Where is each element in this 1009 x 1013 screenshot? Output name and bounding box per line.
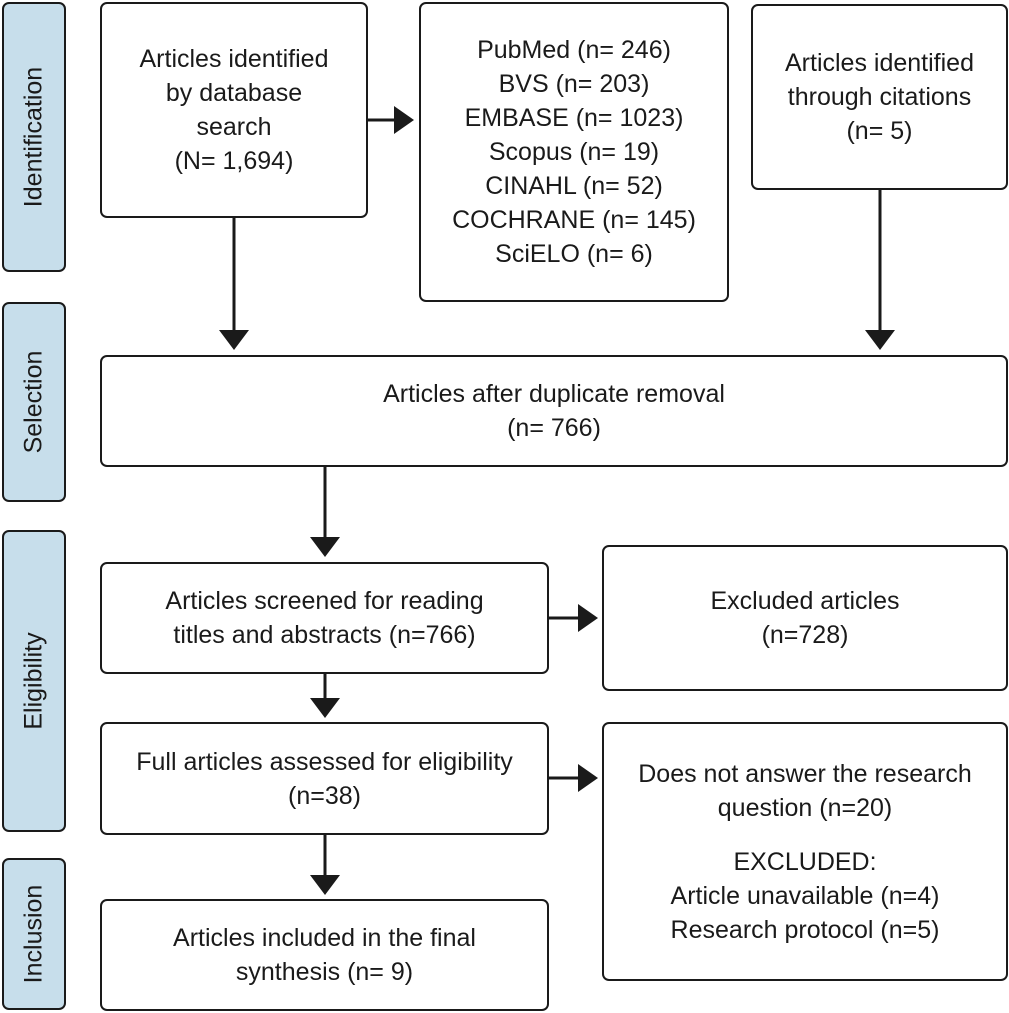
box-line: titles and abstracts (n=766): [173, 621, 476, 649]
included-box: Articles included in the final synthesis…: [100, 899, 549, 1011]
database-pubmed: PubMed (n= 246): [477, 36, 671, 64]
arrow-screened-to-full-head: [310, 698, 340, 718]
duplicate-removal-box: Articles after duplicate removal (n= 766…: [100, 355, 1008, 467]
not-answer-box: Does not answer the research question (n…: [602, 722, 1008, 981]
arrow-screened-to-excluded-head: [578, 604, 598, 632]
phase-selection: Selection: [2, 302, 66, 502]
box-line: Articles identified: [139, 45, 329, 73]
box-line: Articles screened for reading: [165, 587, 484, 615]
box-line: (N= 1,694): [174, 147, 294, 175]
database-cochrane: COCHRANE (n= 145): [452, 206, 696, 234]
phase-identification: Identification: [2, 2, 66, 272]
database-cinahl: CINAHL (n= 52): [485, 172, 663, 200]
phase-inclusion: Inclusion: [2, 858, 66, 1010]
box-line: (n=38): [288, 781, 361, 810]
box-line: question (n=20): [717, 793, 893, 822]
arrow-citations-to-selection-head: [865, 330, 895, 350]
arrow-full-to-not-answer-head: [578, 764, 598, 792]
database-bvs: BVS (n= 203): [498, 70, 650, 98]
box-line: Research protocol (n=5): [670, 915, 940, 944]
box-line: Articles identified: [785, 49, 974, 77]
citations-box: Articles identified through citations (n…: [751, 4, 1008, 190]
box-line: Articles included in the final: [173, 924, 476, 952]
database-search-box: Articles identified by database search (…: [100, 2, 368, 218]
box-line: (n=728): [761, 621, 849, 649]
databases-box: PubMed (n= 246) BVS (n= 203) EMBASE (n= …: [419, 2, 729, 302]
arrow-full-to-included-head: [310, 875, 340, 895]
box-line: Articles after duplicate removal: [383, 380, 725, 408]
phase-eligibility: Eligibility: [2, 530, 66, 832]
box-line: synthesis (n= 9): [235, 958, 414, 986]
excluded-articles-box: Excluded articles (n=728): [602, 545, 1008, 691]
database-scielo: SciELO (n= 6): [495, 240, 653, 268]
database-scopus: Scopus (n= 19): [488, 138, 660, 166]
excluded-heading: EXCLUDED:: [733, 847, 877, 876]
box-line: Full articles assessed for eligibility: [136, 747, 513, 776]
full-assessed-box: Full articles assessed for eligibility (…: [100, 722, 549, 835]
box-line: Article unavailable (n=4): [670, 881, 940, 910]
database-embase: EMBASE (n= 1023): [464, 104, 684, 132]
box-line: through citations: [787, 83, 972, 111]
box-line: (n= 5): [846, 117, 913, 145]
box-line: Does not answer the research: [638, 759, 972, 788]
arrow-search-to-databases-head: [394, 106, 414, 134]
box-line: (n= 766): [507, 414, 601, 442]
arrow-selection-to-screened-head: [310, 537, 340, 557]
screened-box: Articles screened for reading titles and…: [100, 562, 549, 674]
box-line: search: [196, 113, 272, 141]
box-line: by database: [165, 79, 303, 107]
box-line: Excluded articles: [710, 587, 900, 615]
arrow-search-to-selection-head: [219, 330, 249, 350]
